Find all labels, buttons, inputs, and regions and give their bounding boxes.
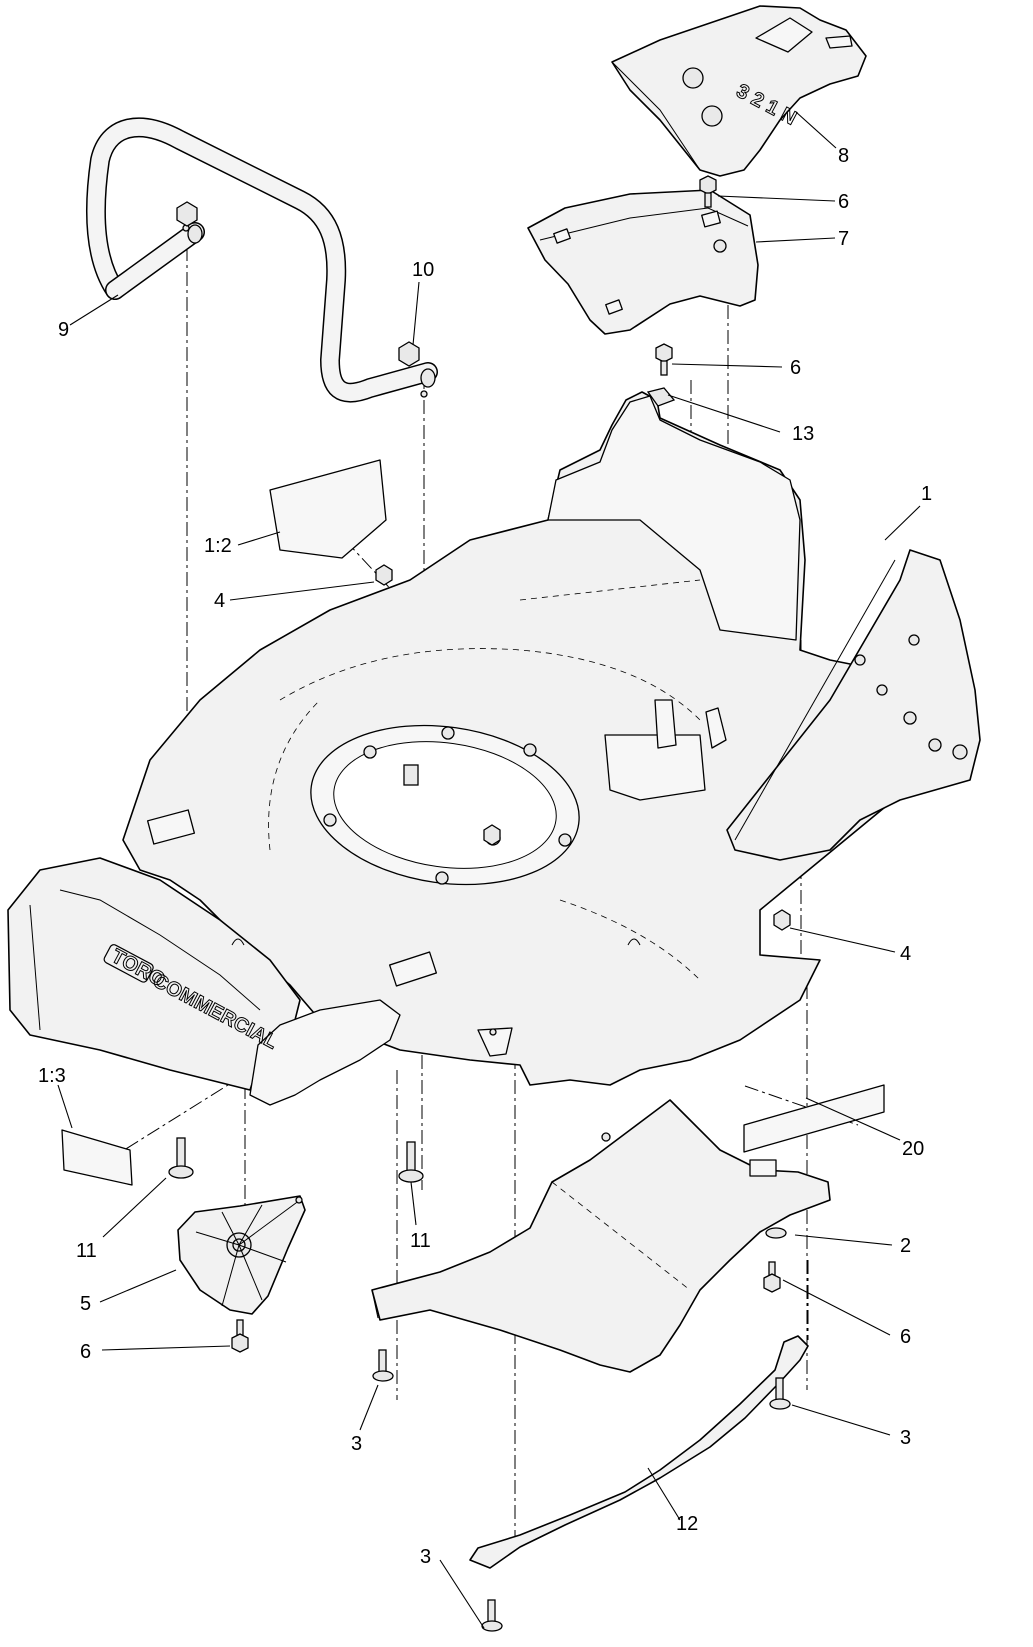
deck-baffle bbox=[371, 1099, 831, 1373]
flange-nut-b bbox=[398, 341, 420, 367]
callout-12: 12 bbox=[676, 1513, 698, 1535]
bolt-6-top bbox=[699, 175, 717, 208]
callout-11-mid: 11 bbox=[410, 1230, 431, 1252]
callout-1-3: 1:3 bbox=[38, 1065, 66, 1087]
discharge-cover bbox=[177, 1195, 306, 1315]
callout-7: 7 bbox=[838, 228, 849, 250]
bolt-11-left bbox=[168, 1137, 194, 1179]
callout-3-right: 3 bbox=[900, 1427, 911, 1449]
callout-leaders bbox=[57, 111, 921, 1629]
adjuster-holes bbox=[854, 634, 968, 760]
callout-1: 1 bbox=[921, 483, 932, 505]
flange-nut-e bbox=[483, 824, 501, 846]
cutting-blade bbox=[469, 1335, 809, 1569]
fasteners bbox=[168, 175, 791, 1632]
callout-9: 9 bbox=[58, 319, 69, 341]
callout-3-left: 3 bbox=[351, 1433, 362, 1455]
callout-6-top: 6 bbox=[838, 191, 849, 213]
deck-housing: TORO COMMERCIAL bbox=[7, 391, 981, 1106]
bolt-11-mid bbox=[398, 1141, 424, 1183]
bolt-3-right bbox=[769, 1377, 791, 1410]
ring-bolt-holes bbox=[323, 726, 572, 885]
bail-handle bbox=[85, 117, 438, 403]
decal-1-2 bbox=[269, 459, 387, 559]
callout-4-upper: 4 bbox=[214, 590, 225, 612]
square-nut bbox=[646, 387, 676, 407]
flange-nut-c bbox=[375, 564, 393, 586]
callout-13: 13 bbox=[792, 423, 814, 445]
callout-2: 2 bbox=[900, 1235, 911, 1257]
bolt-3-bottom bbox=[481, 1599, 503, 1632]
callout-4-lower: 4 bbox=[900, 943, 911, 965]
flange-nut-a bbox=[176, 201, 198, 227]
callout-6-mid: 6 bbox=[790, 357, 801, 379]
callout-6-right: 6 bbox=[900, 1326, 911, 1348]
decal-20 bbox=[743, 1084, 885, 1153]
flange-nut-d bbox=[773, 909, 791, 931]
control-panel bbox=[527, 189, 759, 335]
decal-1-3 bbox=[61, 1129, 133, 1186]
callout-10: 10 bbox=[412, 259, 434, 281]
bolt-3-left bbox=[372, 1349, 394, 1382]
callout-11-left: 11 bbox=[76, 1240, 97, 1262]
callout-20: 20 bbox=[902, 1138, 924, 1160]
callout-8: 8 bbox=[838, 145, 849, 167]
bolt-6-right bbox=[763, 1261, 781, 1293]
callout-5: 5 bbox=[80, 1293, 91, 1315]
callout-labels: 1 1:2 1:3 2 3 3 3 4 4 5 6 6 6 6 7 8 9 10… bbox=[38, 145, 932, 1568]
callout-3-bottom: 3 bbox=[420, 1546, 431, 1568]
shift-cover: 3 2 1 N bbox=[611, 5, 867, 177]
bolt-6-mid bbox=[655, 343, 673, 376]
callout-1-2: 1:2 bbox=[204, 535, 232, 557]
callout-6-left: 6 bbox=[80, 1341, 91, 1363]
bolt-6-left bbox=[231, 1319, 249, 1353]
